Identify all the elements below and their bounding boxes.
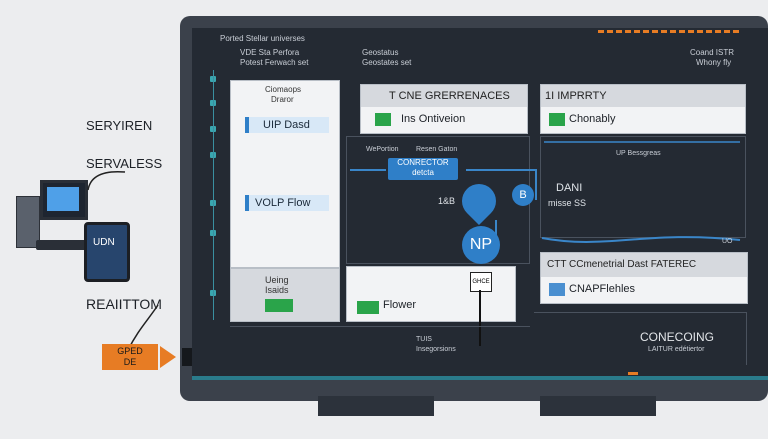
green-marker-2 <box>549 113 565 126</box>
label-dani: DANI <box>556 182 583 194</box>
top-right-title: 1I IMPRRTY <box>545 90 607 102</box>
np-node[interactable]: NP <box>462 226 500 264</box>
badge-line2: DE <box>123 357 137 367</box>
header-right-line1: Coand ISTR <box>690 48 735 57</box>
badge-line1: GPED <box>117 346 143 356</box>
volp-tag[interactable]: VOLP Flow <box>245 195 329 211</box>
small-box: GHCE <box>470 272 492 292</box>
stand-left <box>318 396 434 416</box>
left-label-mid: SERVALESS <box>86 156 163 171</box>
b-node[interactable]: B <box>512 184 534 206</box>
left-card-head2: Draror <box>271 95 294 104</box>
stand-right <box>540 396 656 416</box>
bottom-left-line1: Ueing <box>265 275 289 285</box>
tablet-icon: UDN <box>84 222 130 282</box>
bottom-right-caption: CONECOING <box>640 330 715 344</box>
bottom-center-caption2: Insegorsions <box>416 346 456 353</box>
top-right-panel: 1I IMPRRTY Chonably <box>540 84 746 134</box>
bottom-right-panel: CTT CCmenetrial Dast FATEREC CNAPFlehles <box>540 252 748 304</box>
label-18: 1&B <box>438 196 456 206</box>
bottom-right-title: CTT CCmenetrial Dast FATEREC <box>547 259 697 270</box>
side-mark: UO <box>722 238 733 245</box>
orange-badge: GPED DE <box>102 344 158 370</box>
server-icon <box>16 196 40 248</box>
top-right-sub: UP Bessgreas <box>616 150 661 157</box>
top-right-item: Chonably <box>569 113 616 125</box>
bottom-center-item: Flower <box>383 299 417 311</box>
np-node-label: NP <box>469 236 493 253</box>
green-marker-3 <box>265 299 293 312</box>
green-marker <box>375 113 391 126</box>
col1-line1: VDE Sta Perfora <box>240 48 300 57</box>
header-right-line2: Whony fly <box>696 58 732 67</box>
top-center-title: T CNE GRERRENACES <box>389 90 510 102</box>
label-misse: misse SS <box>548 198 587 208</box>
green-marker-4 <box>357 301 379 314</box>
uip-tag[interactable]: UIP Dasd <box>245 117 329 133</box>
left-label-top: SERYIREN <box>86 118 153 133</box>
orange-dash-top <box>598 30 740 33</box>
col2-line2: Geostates set <box>362 58 412 67</box>
connector-lines <box>350 141 741 243</box>
connector-label2: Resen Gaton <box>416 146 458 153</box>
connector-label1: WePortion <box>366 146 399 153</box>
col1-line2: Potest Ferwach set <box>240 58 309 67</box>
left-card: Ciomaops Draror UIP Dasd VOLP Flow <box>230 80 340 268</box>
tablet-label: UDN <box>93 237 115 248</box>
bottom-center-caption1: TUIS <box>416 336 432 343</box>
rail-line <box>213 70 214 320</box>
blue-marker <box>549 283 565 296</box>
uip-tag-label: UIP Dasd <box>263 119 310 131</box>
small-box-label: GHCE <box>472 279 490 285</box>
connector-box-line2: detcta <box>412 168 434 177</box>
frame-side-button[interactable] <box>182 348 192 366</box>
right-outline <box>540 136 746 238</box>
monitor-icon <box>40 180 88 220</box>
header-left: Ported Stellar universes <box>220 34 305 43</box>
vertical-connector <box>479 290 481 346</box>
volp-tag-label: VOLP Flow <box>255 197 311 209</box>
left-card-head1: Ciomaops <box>265 85 302 94</box>
bottom-left-card: Ueing Isaids <box>230 268 340 322</box>
col2-line1: Geostatus <box>362 48 399 57</box>
bottom-bar <box>192 376 768 380</box>
bottom-right-subcaption: LAITUR edétiertor <box>648 346 705 353</box>
arrow-right-icon <box>160 346 176 368</box>
divider-line <box>230 326 530 327</box>
b-node-label: B <box>519 189 527 201</box>
left-label-bottom: REAIITTOM <box>86 296 162 312</box>
bottom-right-item: CNAPFlehles <box>569 283 636 295</box>
connector-box[interactable]: CONRECTOR detcta <box>388 158 458 180</box>
bottom-left-line2: Isaids <box>265 285 289 295</box>
top-center-panel: T CNE GRERRENACES Ins Ontiveion <box>360 84 528 134</box>
top-center-item: Ins Ontiveion <box>401 113 466 125</box>
bottom-right-outline <box>534 312 747 365</box>
orange-dash-bottom <box>628 372 638 375</box>
keyboard-icon <box>36 240 86 250</box>
connector-box-line1: CONRECTOR <box>397 158 449 167</box>
curved-arrow-icon <box>87 170 126 191</box>
